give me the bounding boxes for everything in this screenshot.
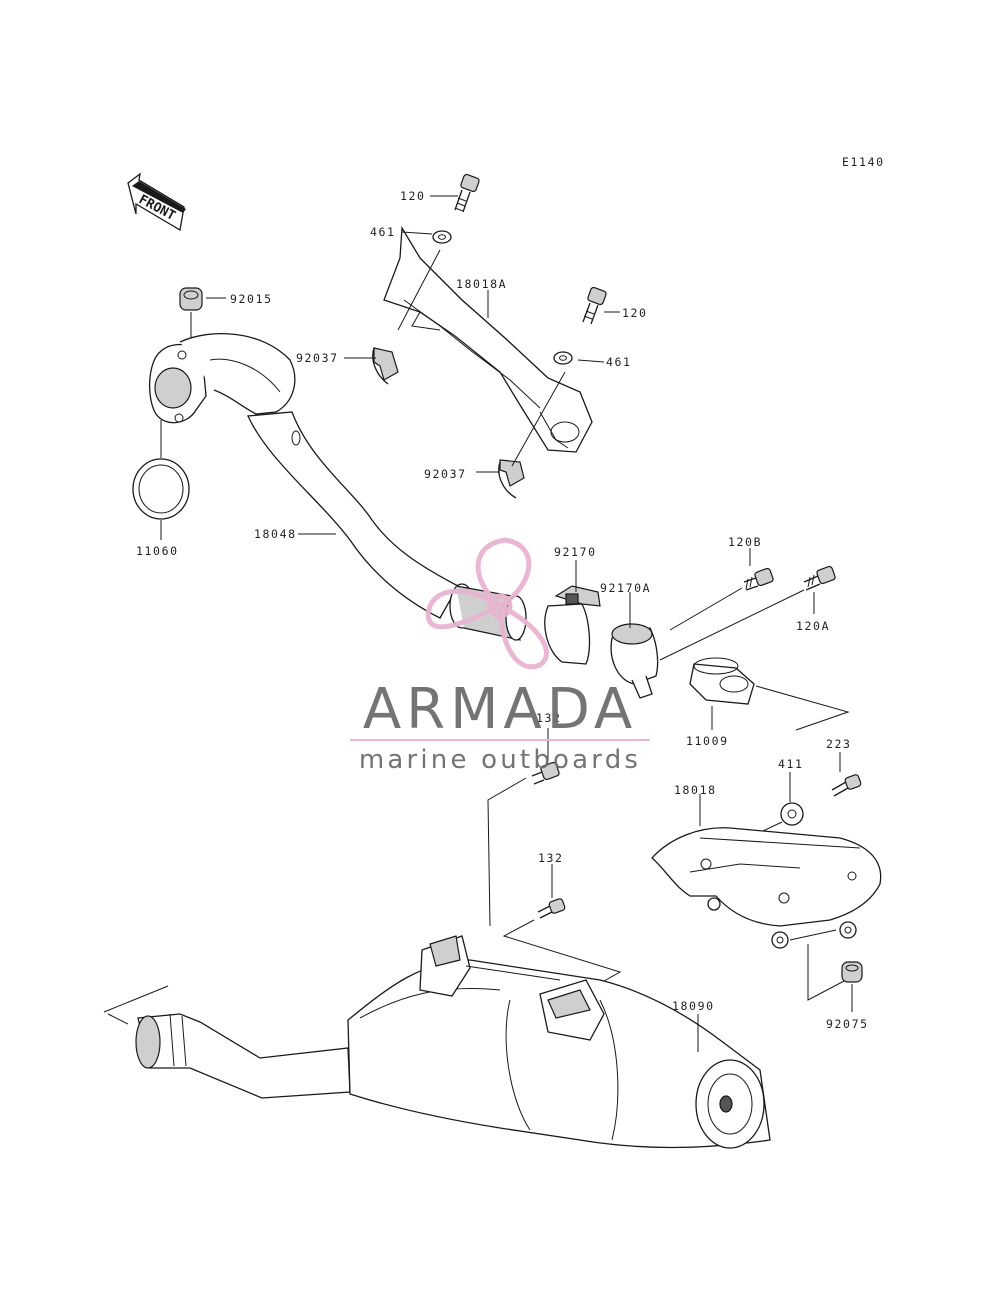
label-120B: 120B bbox=[728, 535, 762, 549]
watermark-subtitle: marine outboards bbox=[359, 745, 641, 775]
bolt-120-right bbox=[582, 286, 607, 325]
leader-line bbox=[789, 929, 837, 941]
clamp-92170 bbox=[544, 585, 601, 665]
label-leaders bbox=[160, 195, 853, 1052]
label-18018: 18018 bbox=[674, 783, 717, 797]
clamp-92037-lower bbox=[498, 459, 525, 499]
bolt-132-upper bbox=[531, 761, 560, 785]
label-120A: 120A bbox=[796, 619, 830, 633]
bolt-132-lower bbox=[537, 898, 566, 919]
label-92170A: 92170A bbox=[600, 581, 651, 595]
label-461-top: 461 bbox=[370, 225, 396, 239]
bolt-120B bbox=[743, 567, 774, 591]
label-11009: 11009 bbox=[686, 734, 729, 748]
washer-461-top bbox=[432, 230, 452, 244]
diagram-code: E1140 bbox=[842, 155, 885, 169]
label-18018A: 18018A bbox=[456, 277, 507, 291]
muffler-18090 bbox=[135, 935, 771, 1149]
propeller-logo-icon bbox=[425, 537, 549, 670]
label-11060: 11060 bbox=[136, 544, 179, 558]
nut-92075 bbox=[841, 961, 863, 983]
label-461-right: 461 bbox=[606, 355, 632, 369]
leader-line bbox=[397, 249, 441, 331]
label-120-top: 120 bbox=[400, 189, 426, 203]
heat-guard-18018 bbox=[651, 827, 882, 949]
armada-watermark: ARMADA marine outboards bbox=[350, 537, 650, 775]
front-arrow-icon: FRONT bbox=[127, 172, 186, 232]
clamp-92170A bbox=[610, 623, 659, 699]
label-132-a: 132 bbox=[536, 711, 562, 725]
label-18090: 18090 bbox=[672, 999, 715, 1013]
label-92015: 92015 bbox=[230, 292, 273, 306]
leader-line bbox=[107, 1013, 129, 1025]
leader-line bbox=[755, 685, 850, 731]
leader-line bbox=[659, 589, 805, 661]
clamp-92037-upper bbox=[372, 347, 399, 385]
label-92075: 92075 bbox=[826, 1017, 869, 1031]
leader-line bbox=[487, 777, 527, 927]
bolt-223 bbox=[831, 774, 862, 797]
leader-line bbox=[669, 587, 743, 631]
exhaust-pipe-18048 bbox=[148, 333, 527, 641]
label-120-right: 120 bbox=[622, 306, 648, 320]
label-92037-b: 92037 bbox=[424, 467, 467, 481]
label-18048: 18048 bbox=[254, 527, 297, 541]
leader-line bbox=[103, 985, 169, 1013]
washer-411 bbox=[780, 802, 804, 826]
label-132-b: 132 bbox=[538, 851, 564, 865]
heat-guard-upper bbox=[383, 225, 593, 453]
sleeve-11009 bbox=[689, 657, 755, 705]
leader-line bbox=[807, 944, 847, 1001]
label-92170: 92170 bbox=[554, 545, 597, 559]
gasket-11060 bbox=[132, 458, 190, 520]
bolt-120-top bbox=[454, 173, 480, 213]
label-92037-a: 92037 bbox=[296, 351, 339, 365]
spacer-92015 bbox=[179, 287, 203, 340]
label-411: 411 bbox=[778, 757, 804, 771]
label-223: 223 bbox=[826, 737, 852, 751]
watermark-title: ARMADA bbox=[363, 677, 637, 742]
bolt-120A bbox=[803, 565, 836, 591]
washer-461-right bbox=[553, 351, 573, 365]
leader-line bbox=[511, 371, 566, 467]
